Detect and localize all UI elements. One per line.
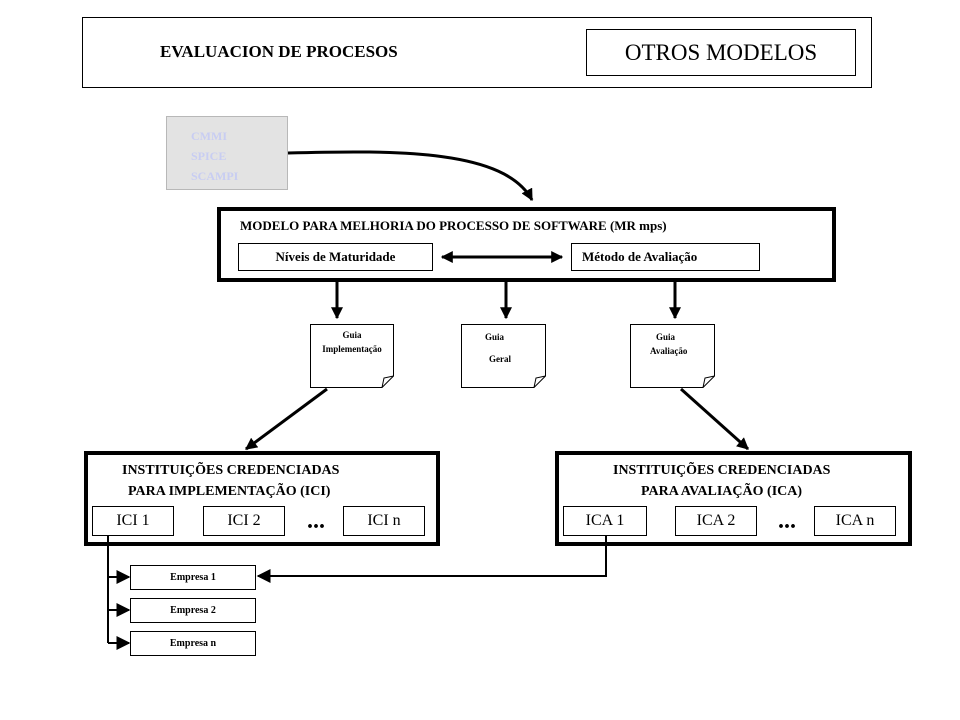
guide-general-label-2: Geral <box>489 354 511 364</box>
guide-general-label-1: Guia <box>485 332 505 342</box>
company-n-box: Empresa n <box>130 631 256 656</box>
ica1-to-company-1-arrow <box>256 536 607 583</box>
company-1-box: Empresa 1 <box>130 565 256 590</box>
header-title: EVALUACION DE PROCESOS <box>160 42 398 61</box>
guide-evaluation-to-ica-arrow <box>679 387 750 451</box>
reference-spice: SPICE <box>191 149 227 163</box>
ici-n-box: ICI n <box>343 506 425 536</box>
ica-ellipsis: ... <box>778 508 796 534</box>
guide-evaluation-label-1: Guia <box>656 332 676 342</box>
ica-2-box: ICA 2 <box>675 506 757 536</box>
document-shape <box>310 324 394 388</box>
guide-implementation-label-2: Implementação <box>322 344 382 354</box>
reference-models-box: CMMI SPICE SCAMPI <box>166 116 288 190</box>
ici-ellipsis: ... <box>307 508 325 534</box>
model-title: MODELO PARA MELHORIA DO PROCESSO DE SOFT… <box>240 218 667 233</box>
guide-evaluation-doc: Guia Avaliação <box>630 324 715 388</box>
maturity-levels-box: Níveis de Maturidade <box>238 243 433 271</box>
guide-implementation-label-1: Guia <box>342 330 362 340</box>
ici-1-box: ICI 1 <box>92 506 174 536</box>
other-models-box: OTROS MODELOS <box>586 29 856 76</box>
guide-evaluation-label-2: Avaliação <box>650 346 688 356</box>
reference-cmmi: CMMI <box>191 129 227 143</box>
ici-title-line1: INSTITUIÇÕES CREDENCIADAS <box>122 463 340 478</box>
ici-title-line2: PARA IMPLEMENTAÇÃO (ICI) <box>128 484 331 499</box>
ica-n-box: ICA n <box>814 506 896 536</box>
company-2-box: Empresa 2 <box>130 598 256 623</box>
document-shape <box>461 324 546 388</box>
ica-title-line2: PARA AVALIAÇÃO (ICA) <box>641 484 803 499</box>
guide-implementation-doc: Guia Implementação <box>310 324 394 388</box>
ici-2-box: ICI 2 <box>203 506 285 536</box>
guide-implementation-to-ici-arrow <box>245 387 328 451</box>
ica-title-line1: INSTITUIÇÕES CREDENCIADAS <box>613 463 831 478</box>
ica-1-box: ICA 1 <box>563 506 647 536</box>
document-shape <box>630 324 715 388</box>
guide-general-doc: Guia Geral <box>461 324 546 388</box>
reference-scampi: SCAMPI <box>191 169 239 183</box>
evaluation-method-box: Método de Avaliação <box>571 243 760 271</box>
reference-to-model-arrow <box>287 150 534 202</box>
